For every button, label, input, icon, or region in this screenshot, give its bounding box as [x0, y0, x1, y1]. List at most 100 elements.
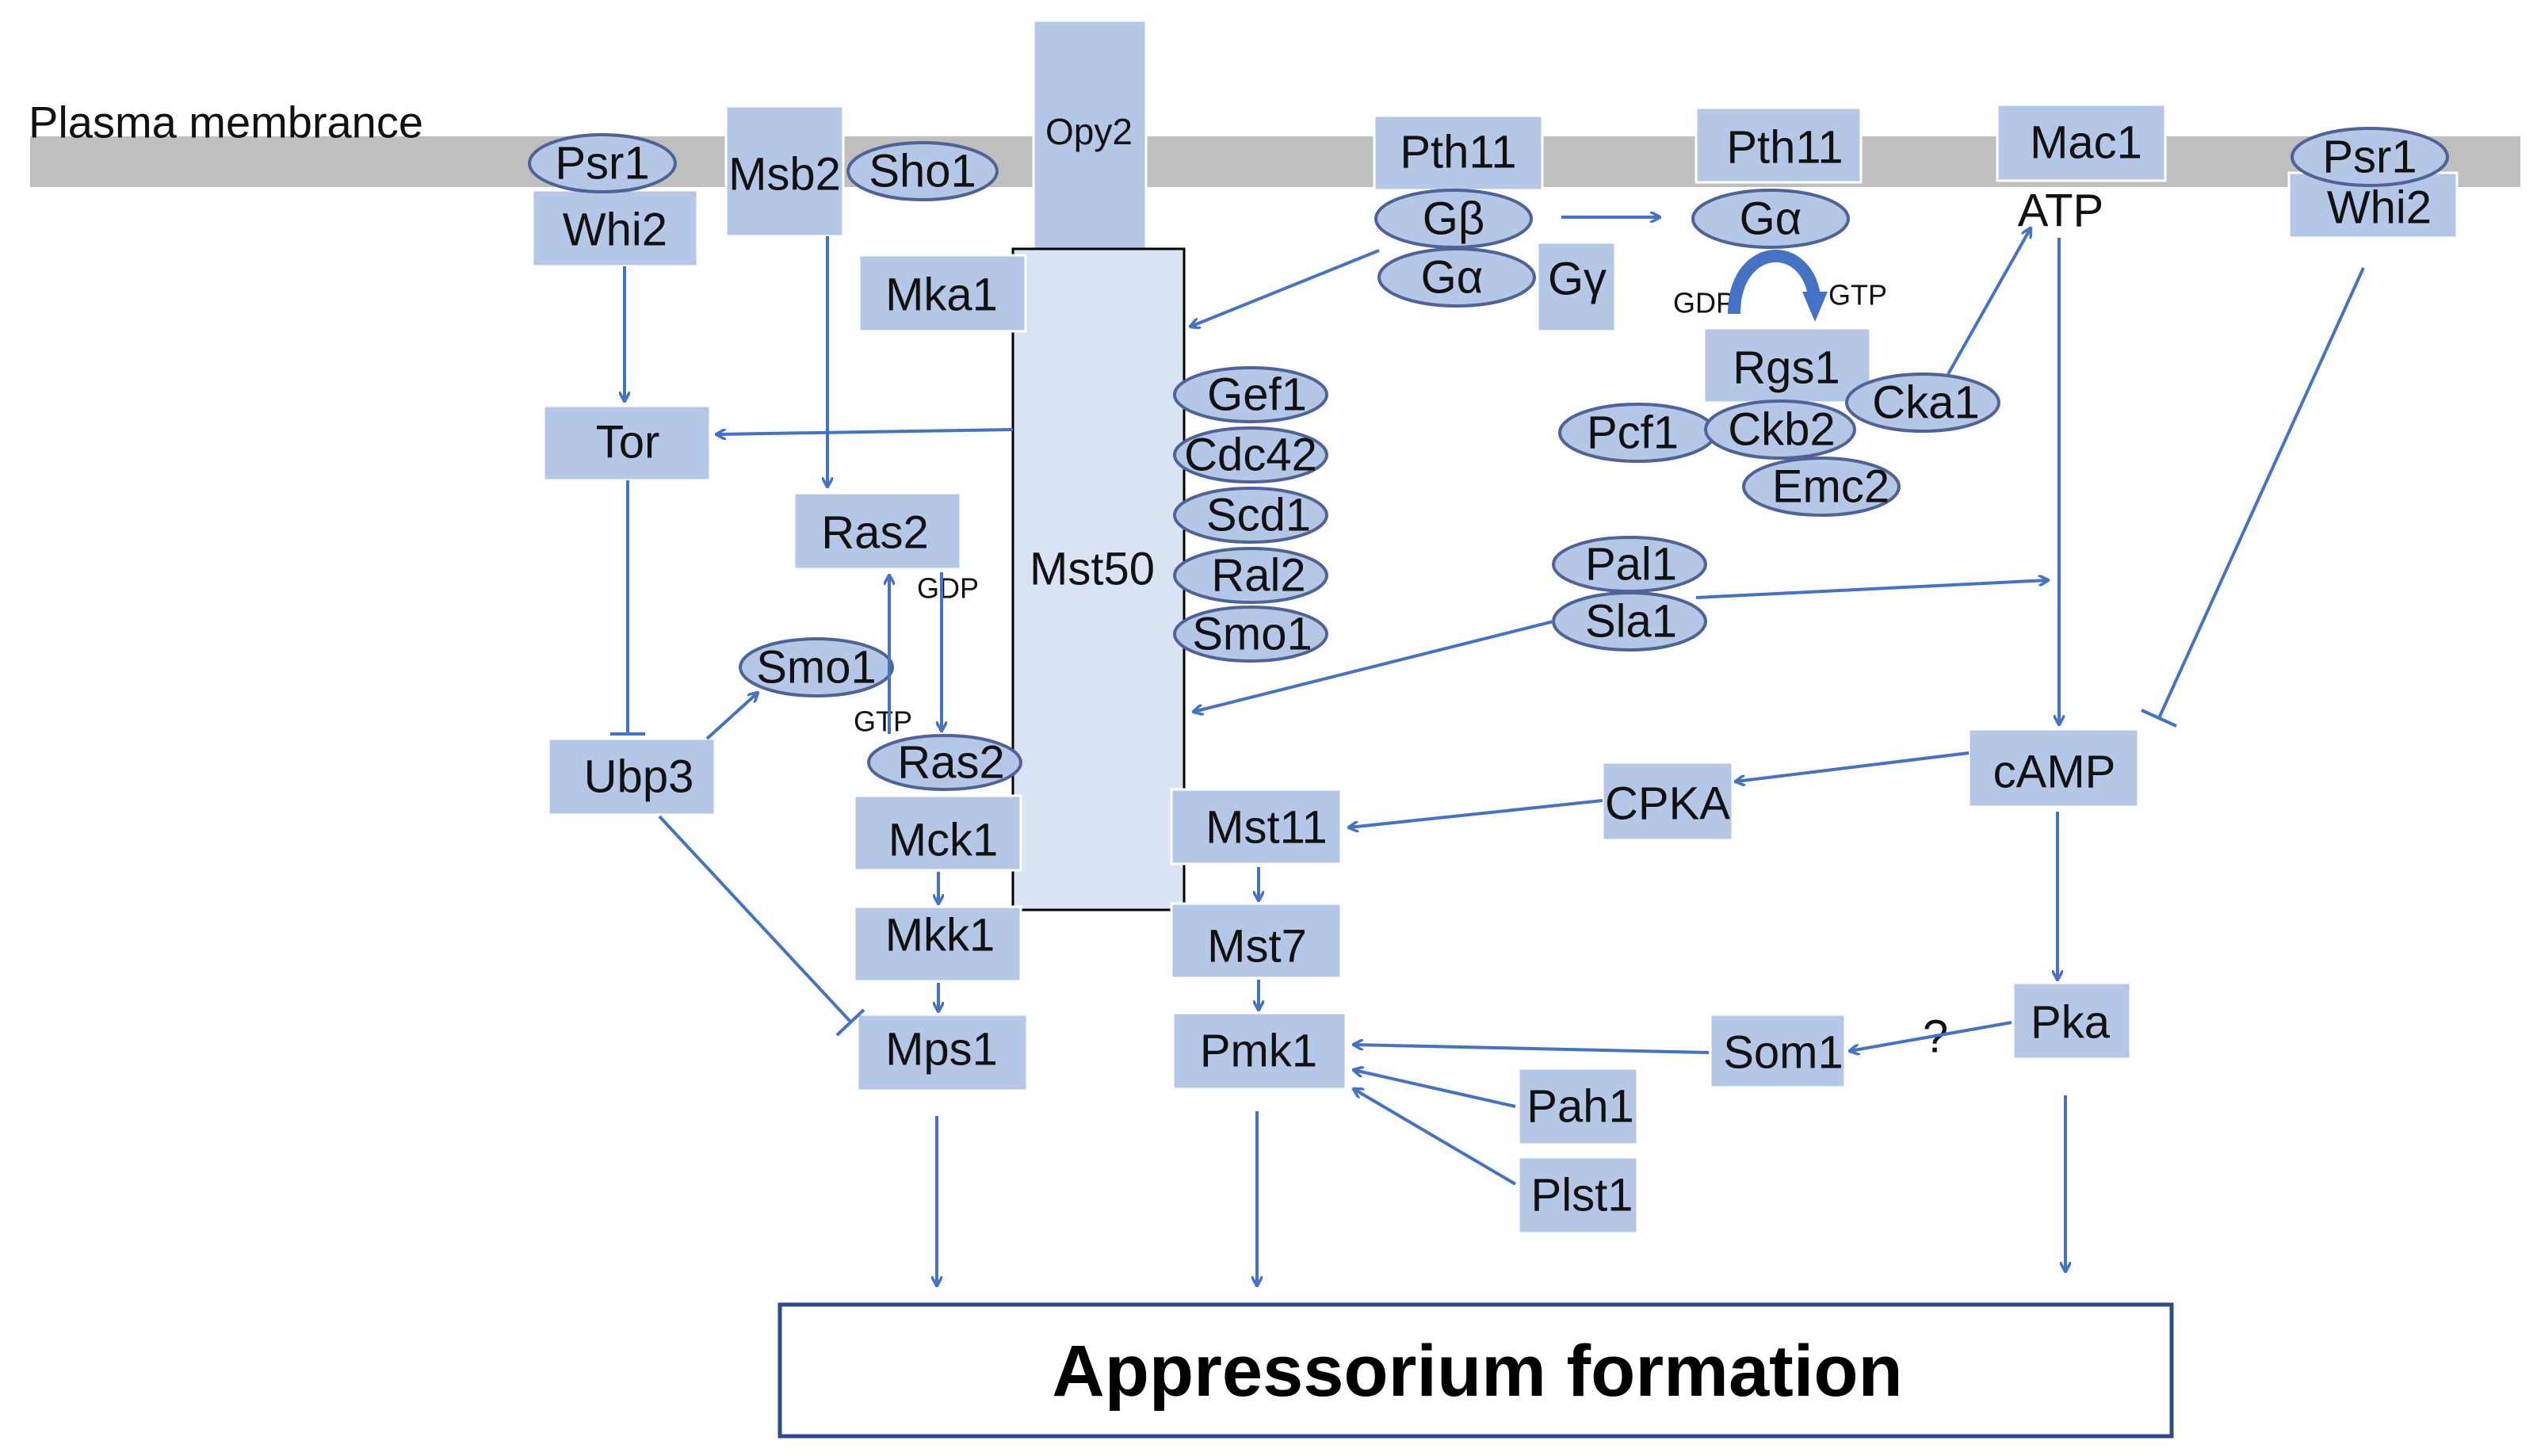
pth11-b-label: Pth11: [1726, 122, 1843, 174]
arrow-sla1-camp: [1695, 580, 2048, 599]
pah1-node: [1517, 1067, 1639, 1146]
cdc42-node: [1173, 426, 1328, 483]
cdc42-label: Cdc42: [1184, 430, 1317, 481]
mkk1-node: [853, 905, 1022, 983]
mst11-node: [1170, 788, 1343, 866]
pth11-a-label: Pth11: [1400, 127, 1516, 178]
inhibit-bar-ubp3-mps1: [835, 1008, 865, 1037]
inhibit-whi2-camp: [2157, 267, 2365, 719]
arrow-pka-som1: [1850, 1021, 2012, 1051]
cka1-node: [1845, 373, 2000, 433]
membrane-label: Plasma membrance: [29, 97, 423, 147]
scd1-node: [1173, 487, 1328, 544]
arrow-mst50-tor: [716, 428, 1014, 434]
gef1-label: Gef1: [1207, 369, 1307, 421]
ubp3-node: [547, 737, 716, 816]
arrow-camp-cpka: [1736, 751, 1970, 782]
mst7-label: Mst7: [1207, 921, 1307, 973]
gef1-node: [1173, 366, 1328, 423]
arrow-cka1-atp: [1947, 228, 2031, 375]
ras2-top-node: [793, 491, 962, 571]
plst1-label: Plst1: [1531, 1170, 1633, 1221]
pth11-b-node: [1695, 106, 1863, 184]
whi2-left-label: Whi2: [563, 204, 667, 256]
arrow-plst1-pmk1: [1354, 1089, 1517, 1186]
arrow-gbeta-mst50: [1190, 249, 1380, 327]
pmk1-label: Pmk1: [1200, 1026, 1317, 1077]
mst7-node: [1170, 902, 1343, 980]
pcf1-label: Pcf1: [1587, 407, 1679, 459]
smo1-right-label: Smo1: [1192, 609, 1312, 660]
smo1-left-node: [739, 637, 894, 697]
pah1-label: Pah1: [1526, 1081, 1633, 1133]
gbeta-node: [1374, 189, 1533, 249]
mst11-label: Mst11: [1205, 802, 1328, 854]
tor-node: [542, 404, 712, 482]
mac1-label: Mac1: [2030, 117, 2142, 169]
galpha-b-label: Gα: [1740, 193, 1802, 245]
ral2-node: [1173, 547, 1328, 604]
gdp-top-label: GDP: [1673, 287, 1735, 319]
mkk1-label: Mkk1: [885, 910, 995, 961]
arrow-sla1-mst50: [1194, 620, 1554, 712]
psr1-left-label: Psr1: [555, 138, 649, 189]
galpha-a-node: [1377, 247, 1536, 308]
psr1-right-node: [2291, 127, 2449, 187]
psr1-right-label: Psr1: [2322, 132, 2417, 183]
ras2-bottom-label: Ras2: [897, 737, 1004, 789]
pka-node: [2012, 981, 2132, 1060]
cpka-label: CPKA: [1605, 778, 1730, 830]
sho1-label: Sho1: [869, 146, 976, 197]
scd1-label: Scd1: [1206, 490, 1311, 541]
mka1-label: Mka1: [885, 269, 998, 321]
mka1-node: [858, 254, 1027, 333]
mck1-label: Mck1: [888, 815, 999, 866]
pmk1-node: [1171, 1011, 1347, 1091]
mac1-node: [1996, 103, 2167, 182]
arrow-som1-pmk1: [1354, 1045, 1710, 1054]
gdp-mid-label: GDP: [917, 572, 979, 605]
ckb2-node: [1704, 399, 1856, 460]
smo1-left-label: Smo1: [756, 642, 877, 694]
ral2-label: Ral2: [1211, 550, 1305, 602]
pal1-label: Pal1: [1585, 539, 1677, 590]
ggamma-node: [1536, 241, 1617, 333]
camp-label: cAMP: [1993, 747, 2116, 798]
ras2-top-label: Ras2: [821, 507, 928, 559]
sho1-node: [846, 141, 999, 201]
pka-label: Pka: [2031, 997, 2111, 1049]
cpka-node: [1601, 761, 1734, 842]
mps1-label: Mps1: [885, 1024, 998, 1076]
emc2-node: [1742, 457, 1901, 517]
som1-node: [1709, 1013, 1847, 1089]
sla1-label: Sla1: [1585, 596, 1677, 648]
msb2-label: Msb2: [728, 149, 841, 201]
whi2-right-label: Whi2: [2327, 182, 2432, 234]
smo1-right-node: [1173, 606, 1328, 663]
mst50-node: [1011, 247, 1186, 911]
gtp-top-label: GTP: [1828, 279, 1887, 311]
rgs1-label: Rgs1: [1733, 342, 1840, 394]
mps1-node: [856, 1013, 1029, 1092]
som1-label: Som1: [1723, 1027, 1844, 1079]
appressorium-box: [778, 1302, 2174, 1439]
gtp-mid-label: GTP: [854, 705, 912, 738]
rgs1-node: [1702, 327, 1872, 404]
mck1-node: [853, 794, 1022, 872]
cka1-label: Cka1: [1872, 377, 1979, 429]
ggamma-label: Gγ: [1548, 254, 1607, 305]
inhibit-bar-whi2-camp: [2141, 709, 2177, 728]
arrow-pah1-pmk1: [1354, 1070, 1516, 1108]
whi2-left-node: [531, 189, 699, 268]
arrow-gdp-gtp-curve: [1728, 250, 1828, 322]
ubp3-label: Ubp3: [584, 751, 694, 803]
gbeta-label: Gβ: [1423, 193, 1484, 245]
plst1-node: [1517, 1156, 1639, 1235]
mst50-label: Mst50: [1030, 544, 1155, 595]
emc2-label: Emc2: [1772, 461, 1889, 513]
psr1-left-node: [528, 133, 677, 193]
inhibit-ubp3-mps1: [658, 815, 853, 1024]
ckb2-label: Ckb2: [1728, 404, 1835, 456]
pth11-a-node: [1373, 114, 1544, 192]
